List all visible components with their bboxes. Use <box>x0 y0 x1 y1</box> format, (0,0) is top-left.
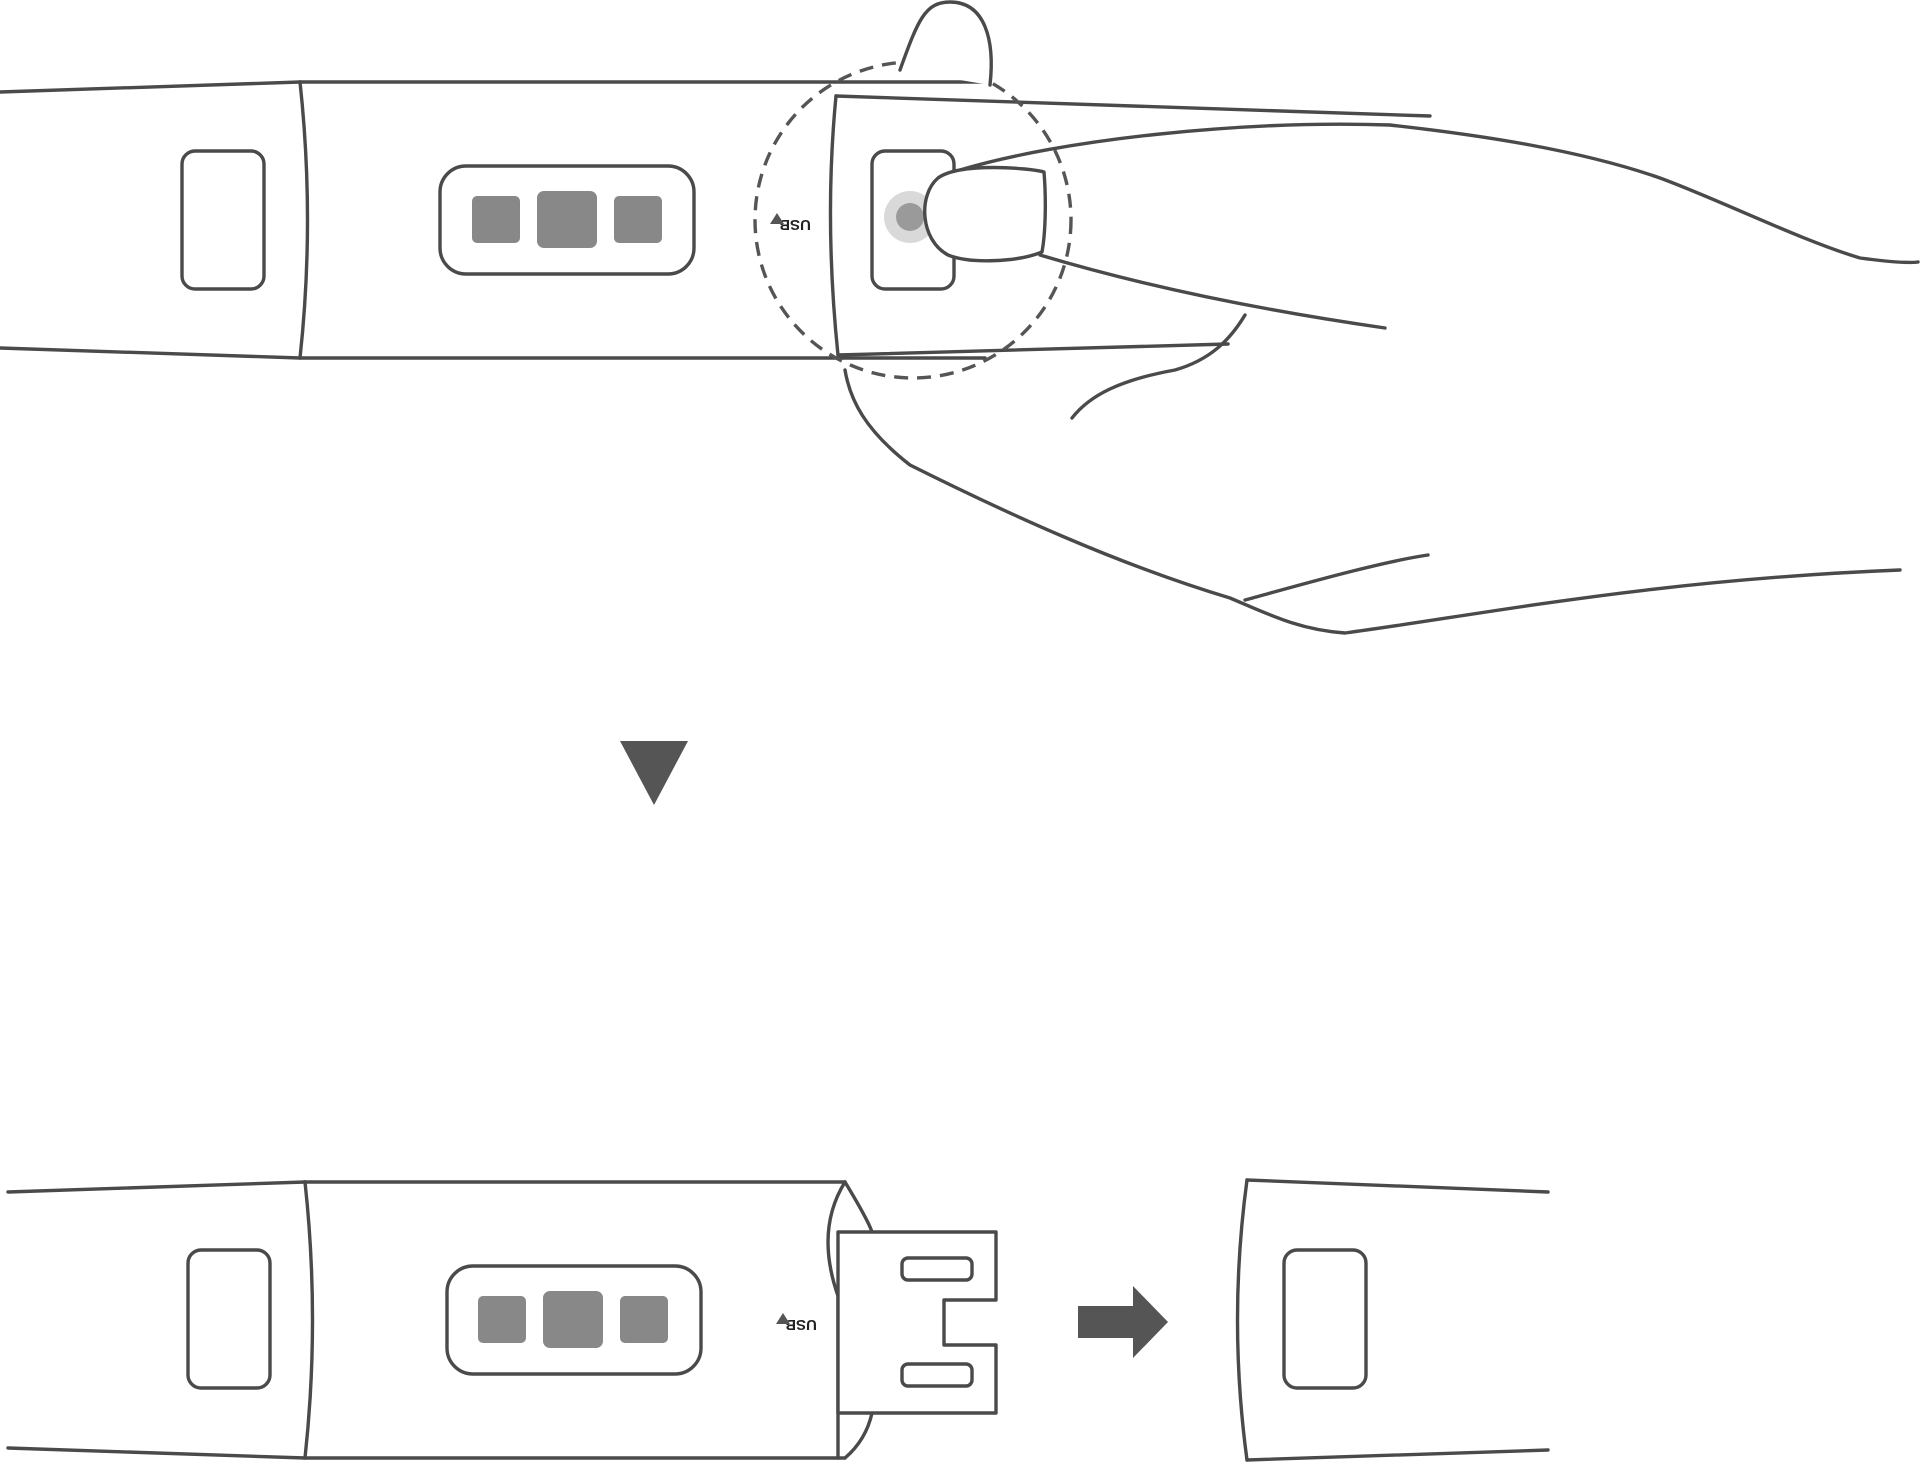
sensor-window <box>438 164 696 276</box>
top-left-strap <box>0 80 302 360</box>
sensor-window <box>445 1264 703 1376</box>
arrow-right-icon <box>1078 1286 1168 1358</box>
sensor-pad <box>537 191 597 248</box>
triangle-up-icon <box>776 1313 790 1324</box>
top-step-band-with-hand: USB <box>0 0 1920 635</box>
bottom-left-strap <box>6 1180 307 1460</box>
triangle-down-icon <box>620 741 688 805</box>
sensor-pad <box>543 1291 603 1348</box>
connector-contact <box>900 1362 974 1388</box>
detached-right-strap <box>1235 1178 1550 1462</box>
strap-hole <box>1282 1248 1368 1390</box>
top-right-strap <box>828 94 1432 357</box>
usb-marker: USB <box>776 1313 817 1333</box>
usb-connector <box>836 1230 998 1415</box>
connector-contact <box>900 1256 974 1282</box>
strap-hole <box>186 1248 272 1390</box>
sensor-pad <box>478 1296 526 1343</box>
top-tracker-body <box>298 80 987 360</box>
usb-label: USB <box>785 1316 817 1333</box>
release-button <box>896 203 924 231</box>
usb-marker: USB <box>770 213 811 233</box>
triangle-up-icon <box>770 213 784 224</box>
sensor-pad <box>614 196 662 243</box>
sensor-pad <box>620 1296 668 1343</box>
bottom-step-band-detached: USB <box>6 1178 1550 1462</box>
usb-label: USB <box>779 216 811 233</box>
sensor-pad <box>472 196 520 243</box>
strap-hole <box>180 149 266 291</box>
hand <box>843 0 1920 635</box>
